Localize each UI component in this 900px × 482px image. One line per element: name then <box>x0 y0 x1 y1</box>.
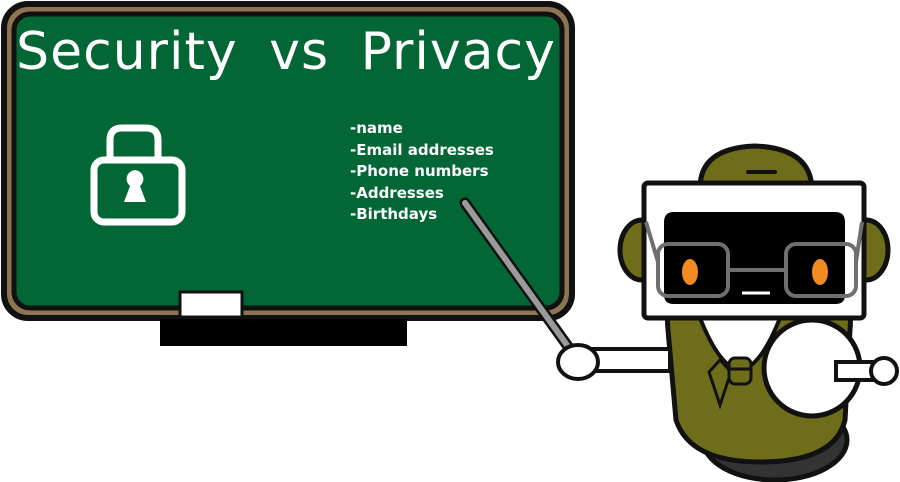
board-title: Security vs Privacy <box>16 22 556 82</box>
chalkboard-eraser <box>178 290 244 319</box>
list-item: -Email addresses <box>350 140 494 159</box>
robot-glasses <box>644 221 864 298</box>
list-item: -Birthdays <box>350 205 438 223</box>
list-item: -name <box>350 119 403 137</box>
chalkboard-surface <box>11 11 565 311</box>
padlock-icon <box>90 124 186 226</box>
list-item: -Phone numbers <box>350 162 489 180</box>
robot-right-hand <box>869 356 899 386</box>
chalk-tray <box>160 319 407 346</box>
robot-face-screen <box>664 212 845 304</box>
robot-right-eye <box>812 259 828 285</box>
robot-left-eye <box>682 259 698 285</box>
padlock-shackle <box>106 124 162 164</box>
robot-left-hand <box>556 343 600 381</box>
chalkboard <box>1 1 575 321</box>
robot-head-dome <box>697 143 815 191</box>
robot-pocket <box>727 356 753 386</box>
list-item: -Addresses <box>350 183 444 202</box>
robot-teacher-illustration <box>459 143 899 482</box>
personal-info-list: -name -Email addresses -Phone numbers -A… <box>350 118 494 226</box>
padlock-keyhole <box>124 170 146 202</box>
padlock-body <box>90 156 186 226</box>
